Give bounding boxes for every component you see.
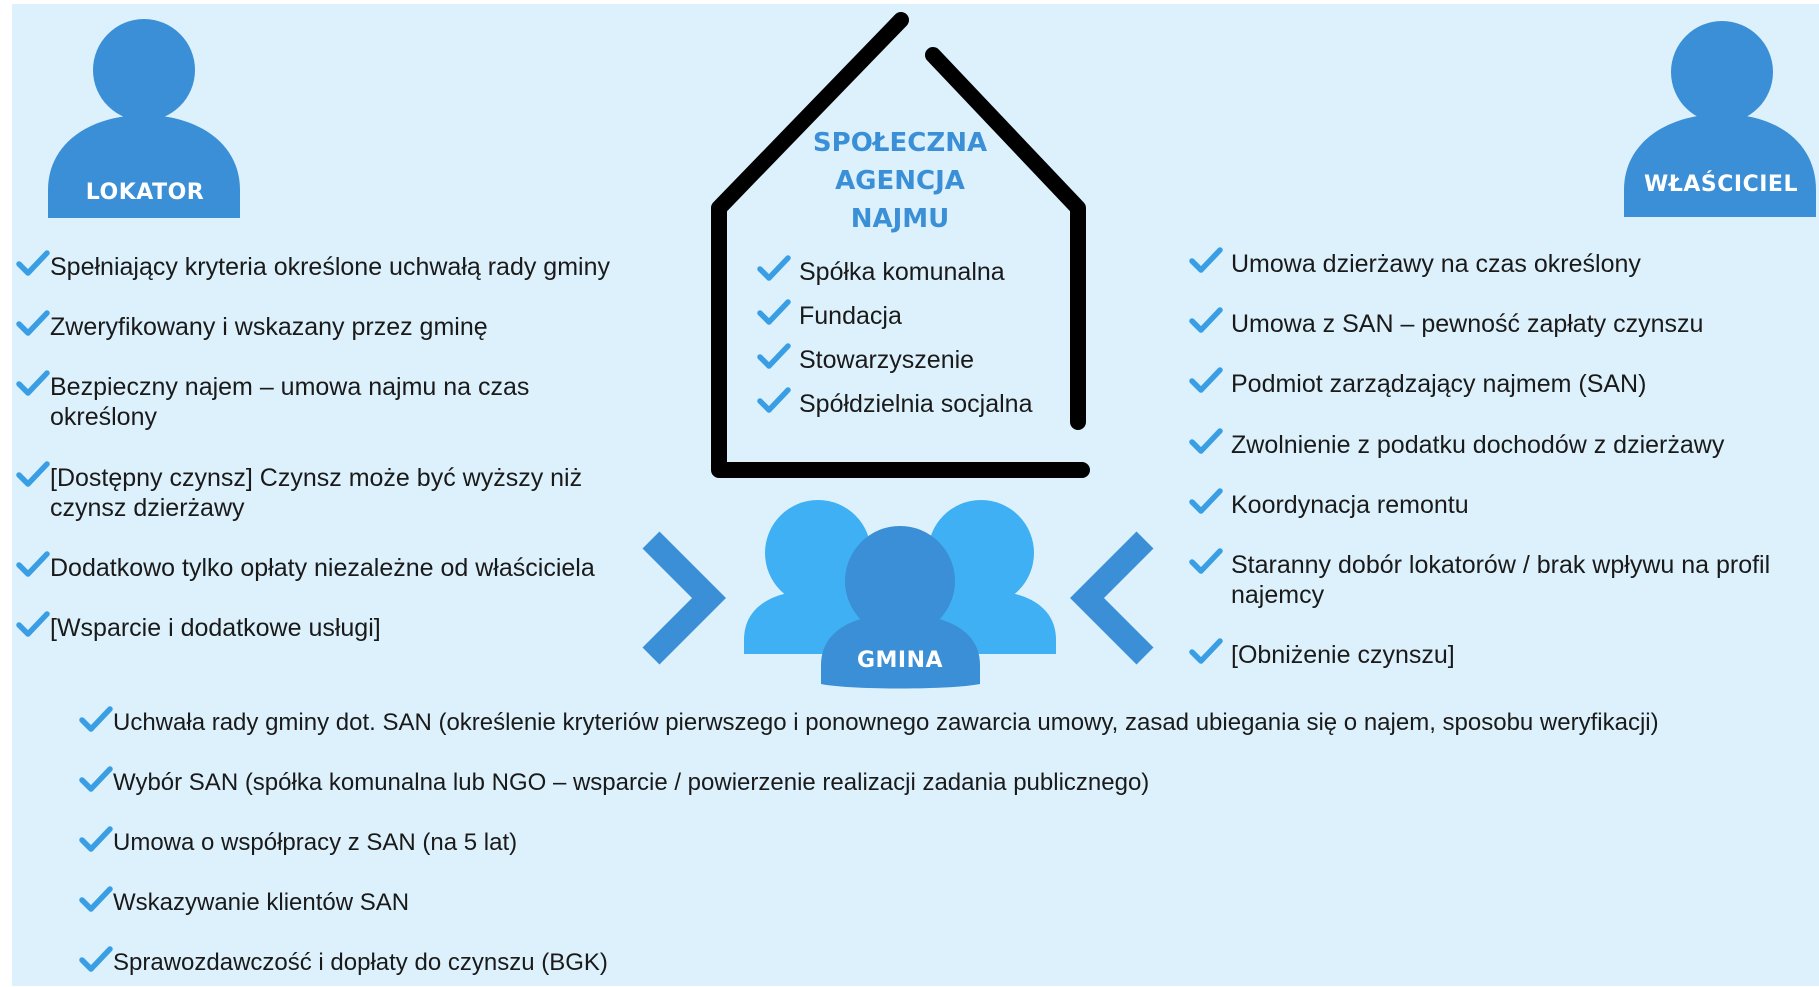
wlasciciel-item: Podmiot zarządzający najmem (SAN)	[1189, 367, 1809, 399]
wlasciciel-item: Umowa dzierżawy na czas określony	[1189, 247, 1809, 279]
san-title: SPOŁECZNA AGENCJA NAJMU	[780, 124, 1020, 238]
wlasciciel-label: WŁAŚCICIEL	[1644, 172, 1798, 197]
checkmark-icon	[1189, 365, 1231, 395]
checkmark-icon	[757, 341, 799, 371]
san-item: Spółdzielnia socjalna	[757, 387, 1057, 419]
checkmark-icon	[1189, 305, 1231, 335]
gmina-item: Umowa o współpracy z SAN (na 5 lat)	[79, 826, 1779, 858]
checkmark-icon	[757, 253, 799, 283]
lokator-item: [Dostępny czynsz] Czynsz może być wyższy…	[16, 461, 586, 523]
checkmark-icon	[16, 609, 50, 639]
checkmark-icon	[79, 884, 113, 914]
gmina-item: Wybór SAN (spółka komunalna lub NGO – ws…	[79, 766, 1779, 798]
checkmark-icon	[757, 385, 799, 415]
lokator-item: [Wsparcie i dodatkowe usługi]	[16, 611, 636, 643]
san-item: Stowarzyszenie	[757, 343, 1057, 375]
san-item: Fundacja	[757, 299, 1057, 331]
checkmark-icon	[1189, 486, 1231, 516]
checkmark-icon	[16, 368, 50, 398]
checkmark-icon	[79, 704, 113, 734]
lokator-item: Dodatkowo tylko opłaty niezależne od wła…	[16, 551, 636, 583]
san-title-line: AGENCJA	[835, 166, 965, 196]
house-outline	[711, 12, 1090, 478]
lokator-person-icon	[48, 19, 240, 218]
checkmark-icon	[16, 549, 50, 579]
wlasciciel-person-icon	[1624, 21, 1816, 217]
wlasciciel-item: [Obniżenie czynszu]	[1189, 638, 1809, 670]
checkmark-icon	[757, 297, 799, 327]
san-item: Spółka komunalna	[757, 255, 1057, 287]
lokator-item: Bezpieczny najem – umowa najmu na czas o…	[16, 370, 546, 432]
diagram-canvas	[12, 4, 1819, 986]
checkmark-icon	[1189, 546, 1231, 576]
wlasciciel-item: Zwolnienie z podatku dochodów z dzierżaw…	[1189, 428, 1809, 460]
gmina-group-icon	[744, 500, 1056, 689]
san-title-line: NAJMU	[850, 204, 950, 234]
lokator-item: Spełniający kryteria określone uchwałą r…	[16, 250, 636, 282]
chevron-left-icon	[1070, 531, 1154, 665]
gmina-label: GMINA	[856, 648, 944, 673]
san-title-line: SPOŁECZNA	[812, 128, 988, 158]
gmina-item: Wskazywanie klientów SAN	[79, 886, 1779, 918]
checkmark-icon	[16, 308, 50, 338]
checkmark-icon	[16, 248, 50, 278]
chevron-right-icon	[642, 531, 726, 665]
checkmark-icon	[1189, 636, 1231, 666]
checkmark-icon	[79, 944, 113, 974]
checkmark-icon	[1189, 245, 1231, 275]
checkmark-icon	[79, 824, 113, 854]
gmina-item: Uchwała rady gminy dot. SAN (określenie …	[79, 706, 1809, 738]
checkmark-icon	[79, 764, 113, 794]
lokator-label: LOKATOR	[85, 180, 205, 205]
lokator-item: Zweryfikowany i wskazany przez gminę	[16, 310, 636, 342]
checkmark-icon	[16, 459, 50, 489]
wlasciciel-item: Umowa z SAN – pewność zapłaty czynszu	[1189, 307, 1809, 339]
gmina-item: Sprawozdawczość i dopłaty do czynszu (BG…	[79, 946, 1779, 978]
wlasciciel-item: Koordynacja remontu	[1189, 488, 1809, 520]
wlasciciel-item: Staranny dobór lokatorów / brak wpływu n…	[1189, 548, 1809, 610]
checkmark-icon	[1189, 426, 1231, 456]
